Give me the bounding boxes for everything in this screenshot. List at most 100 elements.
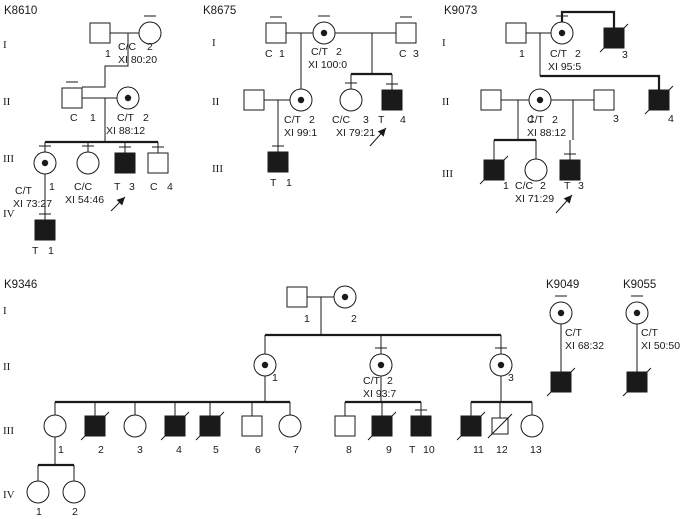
individual-k8675-i2 — [312, 15, 336, 45]
x-inactivation-ratio: XI 71:29 — [515, 193, 554, 205]
individual-k9346-iii7 — [278, 414, 302, 438]
family-id-k9055: K9055 — [623, 279, 656, 291]
sibship-line — [560, 10, 616, 28]
individual-k9073-ii2 — [528, 88, 552, 112]
individual-number: 3 — [129, 181, 135, 193]
female-circle-symbol — [339, 88, 363, 112]
deceased-slash-symbol — [367, 411, 397, 441]
genotype-label: C/C — [332, 114, 351, 126]
carrier-dot-symbol — [633, 309, 641, 317]
descent-line — [44, 142, 159, 153]
carrier-dot-symbol — [557, 309, 565, 317]
female-circle-symbol — [138, 21, 162, 45]
x-inactivation-ratio: XI 88:12 — [527, 127, 566, 139]
individual-k8675-ii3 — [339, 82, 363, 112]
male-square-symbol — [334, 415, 356, 437]
individual-k9055-i1 — [625, 295, 649, 325]
individual-number: 10 — [423, 444, 435, 456]
x-inactivation-ratio: XI 95:5 — [548, 61, 581, 73]
generation-label-i: I — [442, 37, 446, 49]
carrier-dot-symbol — [124, 94, 132, 102]
genotype-label: C — [265, 48, 273, 60]
individual-number: 1 — [272, 372, 278, 384]
individual-k9346-iii8 — [334, 415, 356, 437]
individual-k9346-iv1 — [26, 480, 50, 504]
individual-k9346-i2 — [333, 285, 357, 309]
carrier-dot-symbol — [41, 159, 49, 167]
carrier-dot-symbol — [377, 361, 385, 369]
deceased-slash-symbol — [479, 155, 509, 185]
x-inactivation-ratio: XI 100:0 — [308, 59, 347, 71]
male-square-symbol — [593, 89, 615, 111]
x-inactivation-ratio: XI 50:50 — [641, 340, 680, 352]
genotype-label: C — [399, 48, 407, 60]
individual-k9346-iii1 — [43, 414, 67, 438]
individual-k9346-iii3 — [123, 414, 147, 438]
individual-k9346-iii9 — [367, 411, 397, 441]
affected-male-square-symbol — [267, 151, 289, 173]
female-circle-symbol — [524, 158, 548, 182]
generation-label-i: I — [212, 37, 216, 49]
individual-k9346-iii6 — [241, 415, 263, 437]
female-circle-symbol — [123, 414, 147, 438]
genotype-label: C/T — [311, 46, 329, 58]
generation-label-iv: IV — [3, 208, 15, 220]
affected-male-square-symbol — [34, 219, 56, 241]
male-square-symbol — [61, 87, 83, 109]
genotype-label: T — [114, 181, 121, 193]
male-square-symbol — [395, 22, 417, 44]
female-circle-symbol — [26, 480, 50, 504]
female-circle-symbol — [76, 151, 100, 175]
individual-number: 1 — [304, 313, 310, 325]
individual-number: 4 — [668, 113, 674, 125]
individual-number: 8 — [346, 444, 352, 456]
pedigree-symbols — [26, 15, 674, 504]
carrier-dot-symbol — [320, 29, 328, 37]
x-inactivation-ratio: XI 80:20 — [118, 54, 157, 66]
x-inactivation-ratio: XI 68:32 — [565, 340, 604, 352]
family-id-k9049: K9049 — [546, 279, 579, 291]
genotype-label: C/T — [565, 327, 583, 339]
generation-label-ii: II — [442, 96, 450, 108]
proband-arrowhead — [116, 197, 125, 206]
genotype-label: T — [32, 245, 39, 257]
individual-number: 1 — [105, 48, 111, 60]
carrier-dot-symbol — [536, 96, 544, 104]
family-id-k9346: K9346 — [4, 279, 37, 291]
individual-number: 4 — [176, 444, 182, 456]
individual-number: 1 — [503, 180, 509, 192]
individual-number: 2 — [336, 46, 342, 58]
deceased-slash-symbol — [160, 411, 190, 441]
x-inactivation-ratio: XI 79:21 — [336, 127, 375, 139]
descent-line — [264, 335, 502, 354]
descent-line — [37, 465, 75, 481]
x-inactivation-ratio: XI 73:27 — [13, 198, 52, 210]
individual-number: 7 — [293, 444, 299, 456]
individual-number: 2 — [540, 180, 546, 192]
individual-number: 2 — [575, 48, 581, 60]
descent-line — [493, 140, 571, 160]
individual-k9073-iii2 — [524, 158, 548, 182]
affected-male-square-symbol — [381, 89, 403, 111]
generation-label-iv: IV — [3, 489, 15, 501]
descent-line — [54, 402, 291, 416]
individual-k8610-iii3 — [110, 146, 136, 212]
individual-k8675-iii1 — [267, 145, 289, 173]
genotype-label: C/T — [550, 48, 568, 60]
individual-number: 3 — [578, 180, 584, 192]
individual-k8675-ii4 — [369, 83, 403, 147]
individual-number: 3 — [508, 372, 514, 384]
individual-k9346-iii10 — [410, 409, 432, 437]
individual-number: 1 — [58, 444, 64, 456]
individual-k9055-ii1 — [622, 367, 652, 397]
individual-number: 2 — [552, 114, 558, 126]
individual-number: 11 — [473, 444, 484, 456]
individual-k9346-ii2 — [369, 347, 393, 377]
x-inactivation-ratio: XI 54:46 — [65, 194, 104, 206]
individual-k9073-i1 — [505, 22, 527, 44]
generation-label-iii: III — [212, 163, 223, 175]
individual-k9049-ii1 — [546, 367, 576, 397]
generation-label-ii: II — [3, 361, 11, 373]
descent-line — [517, 100, 574, 140]
